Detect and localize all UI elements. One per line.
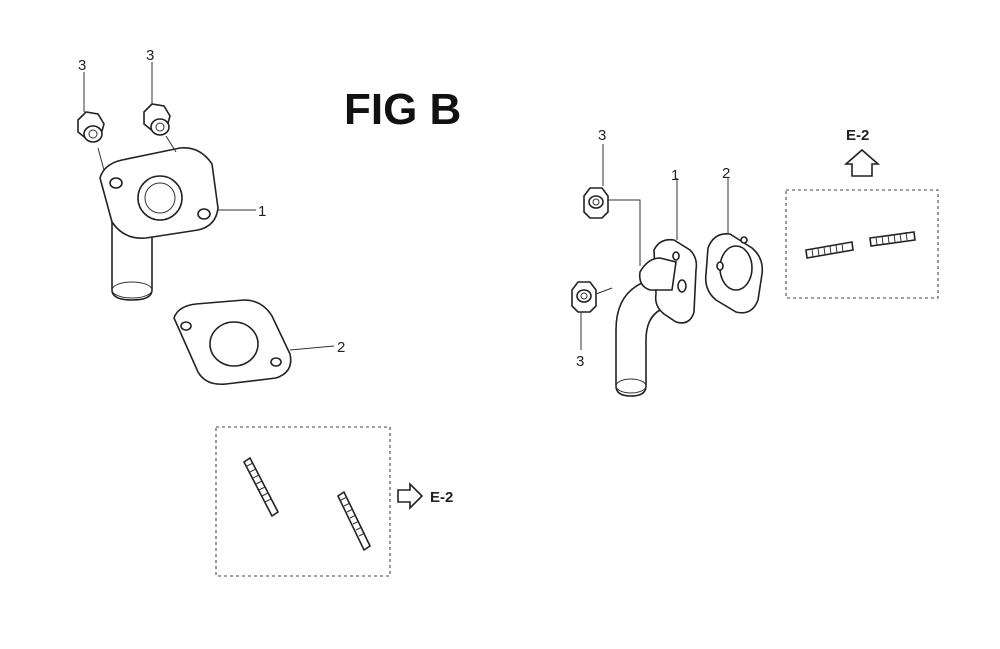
callout-right-elbow: 1 — [671, 167, 679, 184]
callout-left-gasket: 2 — [337, 339, 345, 356]
callout-left-bolt-a: 3 — [78, 57, 86, 74]
left-bolt-b — [143, 103, 171, 136]
right-bolt-upper — [583, 187, 609, 219]
left-bolt-a — [77, 111, 105, 143]
right-view: 3 3 1 2 E-2 — [571, 127, 939, 397]
left-stud-b — [336, 490, 372, 552]
callout-right-bolt-upper: 3 — [598, 127, 606, 144]
right-stud-b — [869, 231, 916, 247]
right-bolt-lower — [571, 281, 597, 313]
left-ref-arrow-icon — [397, 482, 424, 510]
right-ref-arrow-icon — [843, 148, 881, 177]
left-reference-label: E-2 — [430, 489, 453, 506]
callout-right-gasket: 2 — [722, 165, 730, 182]
callout-left-elbow: 1 — [258, 203, 266, 220]
right-elbow-part — [615, 238, 698, 397]
right-stud-box — [785, 189, 939, 299]
figure-title: FIG B — [344, 85, 461, 134]
left-gasket-part — [173, 299, 292, 386]
left-stud-box — [215, 426, 391, 577]
left-stud-a — [242, 456, 280, 518]
callout-right-bolt-lower: 3 — [576, 353, 584, 370]
left-view: 3 3 1 2 E-2 — [77, 47, 453, 577]
right-gasket-part — [704, 232, 764, 314]
callout-left-bolt-b: 3 — [146, 47, 154, 64]
right-reference-label: E-2 — [846, 127, 869, 144]
right-stud-a — [805, 241, 854, 259]
left-elbow-part — [99, 147, 219, 301]
